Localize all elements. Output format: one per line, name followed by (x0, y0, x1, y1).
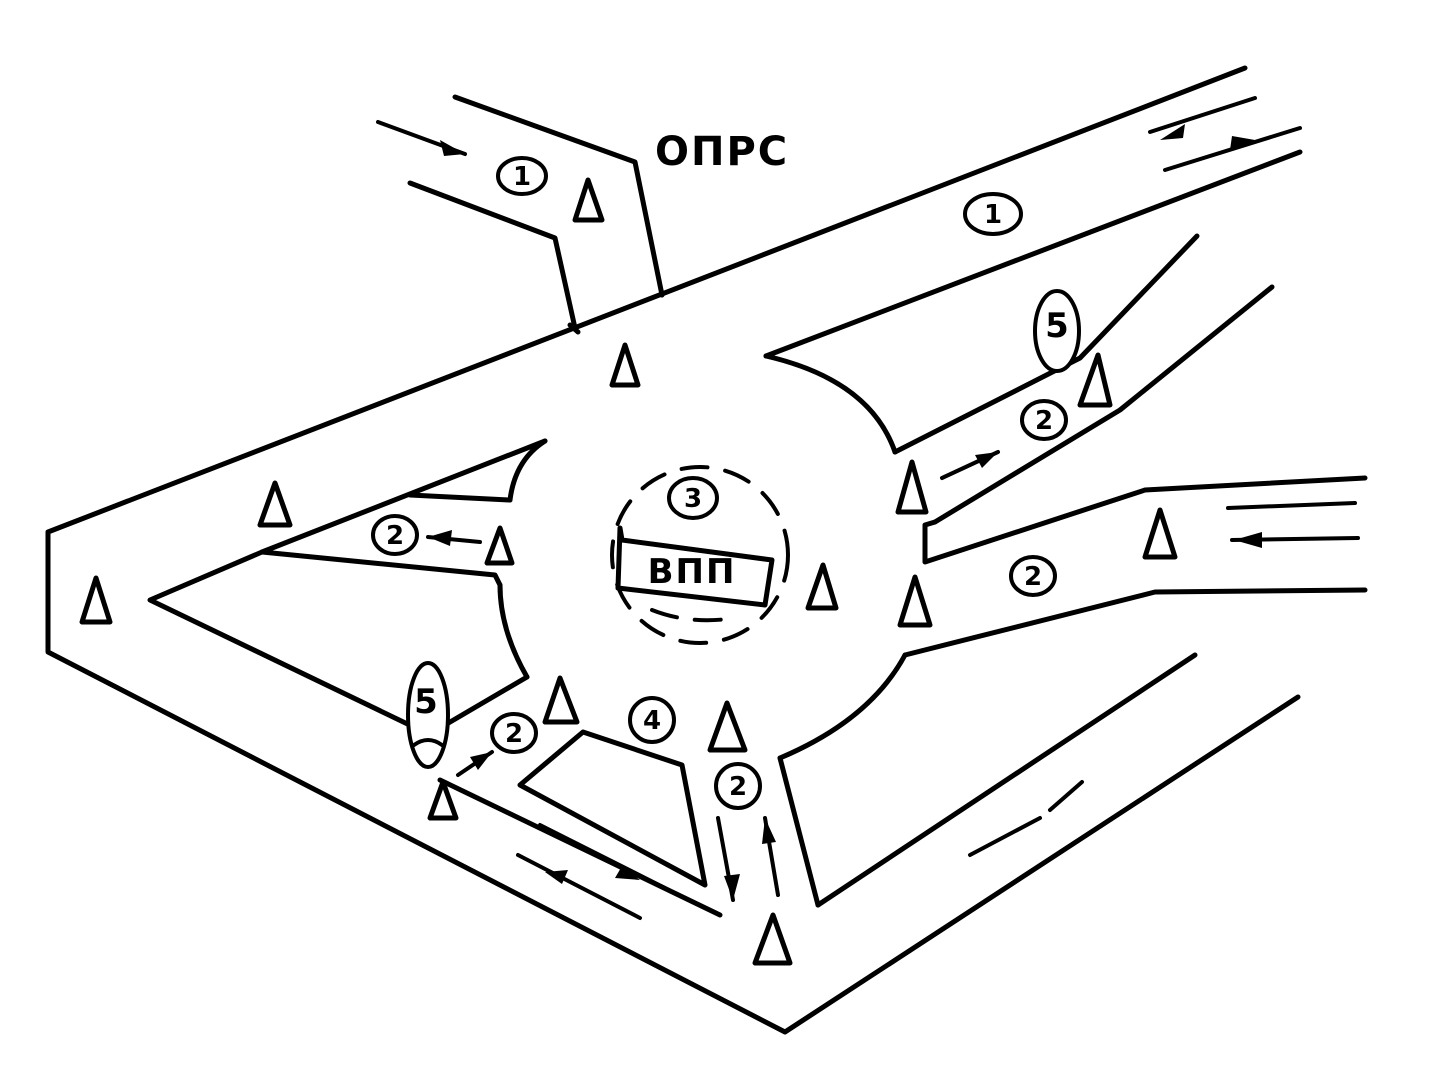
ring-bottom-right-arc (777, 652, 908, 761)
triangle-post-icon (609, 342, 641, 388)
oprs-road (407, 94, 665, 331)
svg-text:4: 4 (643, 706, 661, 736)
vpp-label: ВПП (648, 552, 737, 592)
zone-marker-2-bottom-left: 2 (490, 712, 538, 754)
branch-left-bottom-edge (259, 549, 503, 588)
triangle-post-icon (805, 562, 839, 611)
vpp-lower-dash (650, 608, 737, 623)
arrow-icon (428, 530, 452, 546)
zone-marker-2-left: 2 (371, 514, 419, 556)
ring-left-arc (497, 582, 530, 680)
ring-top-left-arc (507, 438, 548, 503)
triangle-post-icon (484, 525, 515, 566)
triangle-post-icon (427, 779, 459, 821)
lane-bottom-2 (516, 853, 642, 920)
triangle-post-icon (257, 480, 293, 528)
central-area (497, 353, 908, 761)
main-road-inner-upper-edge (763, 149, 1303, 359)
zone-marker-1-top-right: 1 (963, 192, 1023, 236)
zone-marker-2-right-upper: 2 (1020, 399, 1068, 441)
main-road-inner-upper-edge-left (259, 438, 548, 555)
triangle-post-icon (79, 575, 113, 625)
zone-3-dashed-boundary (610, 465, 790, 645)
zone-marker-5-right: 5 (1033, 289, 1081, 373)
traffic-lanes (376, 96, 1360, 920)
triangle-post-icon (752, 912, 793, 966)
main-road-outer-edge (45, 65, 1301, 1035)
branch-roads (259, 233, 1368, 908)
svg-text:3: 3 (684, 484, 702, 514)
oprs-label: ОПРС (655, 129, 789, 175)
arrow-icon (1234, 532, 1262, 548)
zone-markers: 1 1 2 2 2 2 2 3 (371, 156, 1081, 810)
arrow-icon (470, 752, 492, 770)
main-road-inner-bottom-edge (437, 777, 723, 918)
svg-text:5: 5 (414, 682, 438, 722)
svg-text:2: 2 (386, 521, 404, 551)
lane-top-right-1 (1148, 96, 1257, 134)
main-road-inner-lower-edge (147, 549, 423, 733)
branch-bottom-right-side (777, 755, 821, 908)
guard-posts (79, 177, 1178, 966)
arrow-icon (1230, 136, 1255, 150)
main-road-inner-bottom-right-edge (815, 652, 1198, 908)
arrow-icon (440, 140, 465, 156)
zone-marker-4: 4 (628, 696, 676, 744)
arrow-icon (615, 866, 640, 880)
triangle-post-icon (707, 700, 748, 753)
arrow-icon (762, 818, 776, 844)
oprs-road-left-edge (407, 180, 578, 331)
zone-marker-1-top-left: 1 (496, 156, 548, 196)
zone-marker-3: 3 (667, 476, 719, 520)
svg-text:2: 2 (1024, 562, 1042, 592)
arrow-icon (1160, 124, 1185, 140)
svg-text:1: 1 (984, 200, 1002, 230)
arrow-icon (545, 870, 568, 884)
triangle-post-icon (572, 177, 605, 223)
triangle-post-icon (895, 459, 929, 515)
branch-right-upper-bottom-edge (932, 284, 1275, 525)
triangle-post-icon (1142, 507, 1178, 560)
oprs-road-right-edge (452, 94, 665, 298)
branch-bottom-left-edge (442, 674, 530, 728)
branch-bottom-left-side (517, 729, 708, 888)
triangle-post-icon (897, 574, 933, 628)
zone-marker-2-right-lower: 2 (1009, 555, 1057, 597)
ring-top-right-arc (763, 353, 898, 455)
zone-marker-2-bottom: 2 (714, 762, 762, 810)
lane-bottom-right-2 (1048, 780, 1084, 812)
branch-right-lower-bottom-edge (902, 587, 1368, 658)
triangle-post-icon (1077, 352, 1113, 408)
svg-text:2: 2 (729, 772, 747, 802)
vpp-box: ВПП (615, 525, 775, 623)
main-road (45, 65, 1303, 1035)
svg-text:1: 1 (513, 162, 531, 192)
svg-text:2: 2 (505, 719, 523, 749)
lane-right-lower-1 (1226, 501, 1357, 510)
branch-left-top-edge (407, 492, 513, 503)
zone-marker-5-left: 5 (406, 661, 450, 769)
lane-bottom-right-1 (968, 816, 1042, 857)
triangle-post-icon (542, 675, 580, 725)
branch-right-lower-top-edge (922, 475, 1368, 565)
branch-right-upper-top-edge (892, 233, 1200, 455)
arrow-icon (975, 452, 998, 468)
arrow-icon (724, 874, 740, 900)
vpp-box-outline (615, 525, 775, 608)
svg-text:5: 5 (1045, 306, 1069, 346)
svg-text:2: 2 (1035, 406, 1053, 436)
lane-bottom-1 (538, 823, 667, 890)
